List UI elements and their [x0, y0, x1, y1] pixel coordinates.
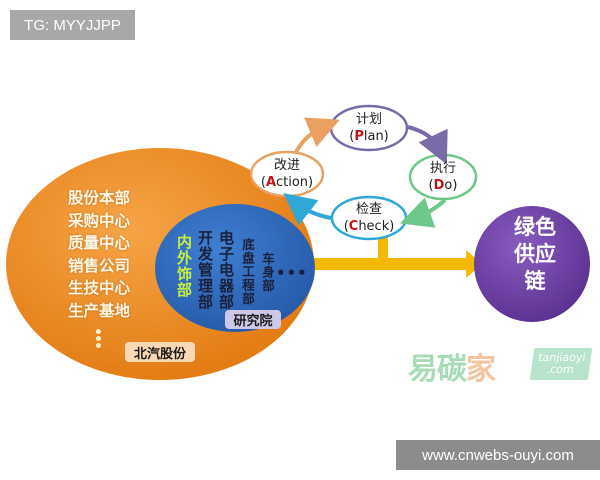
- dept-item: 销售公司: [68, 256, 131, 275]
- paren: (: [260, 175, 266, 190]
- watermark-top: TG: MYYJJPP: [10, 10, 135, 40]
- dept-item: 生技中心: [68, 279, 131, 297]
- plan-rest: lan): [363, 129, 389, 144]
- pdca-plan: 计划 (Plan): [331, 111, 407, 145]
- check-cn: 检查: [355, 202, 382, 217]
- logo-char: 易: [408, 352, 438, 387]
- blue-dept-column: 车身部: [260, 252, 275, 293]
- flow-arrow: [290, 232, 482, 278]
- dept-item: 质量中心: [68, 234, 131, 252]
- dept-item: 股份本部: [68, 189, 131, 207]
- do-rest: o): [444, 178, 458, 193]
- blue-group-ellipse: [155, 204, 315, 332]
- check-rest: heck): [358, 219, 395, 234]
- paren: (: [343, 219, 349, 234]
- plan-letter: P: [354, 129, 364, 144]
- action-rest: ction): [276, 175, 314, 190]
- blue-dept-column: 底盘工程部: [240, 238, 255, 306]
- do-cn: 执行: [429, 161, 456, 176]
- action-cn: 改进: [273, 158, 300, 173]
- watermark-bottom: www.cnwebs-ouyi.com: [396, 440, 600, 470]
- dept-item: 采购中心: [68, 211, 131, 230]
- target-line: 绿色: [514, 215, 556, 239]
- blue-dept-column: 内外饰部: [175, 234, 193, 298]
- logo-domain-line: .com: [545, 363, 575, 376]
- site-logo: 易碳家: [408, 344, 496, 388]
- logo-char: 家: [466, 352, 496, 387]
- target-line: 供应: [514, 242, 556, 266]
- green-supply-chain-label: 绿色 供应 链: [490, 214, 580, 295]
- paren: (: [428, 178, 434, 193]
- target-circle: [474, 206, 590, 322]
- target-line: 链: [524, 269, 546, 293]
- blue-dept-column: 电子电器部: [217, 230, 235, 310]
- check-letter: C: [348, 219, 359, 234]
- paren: (: [349, 129, 355, 144]
- orange-department-list: 股份本部 采购中心 质量中心 销售公司 生技中心 生产基地: [68, 187, 130, 322]
- logo-char: 碳: [437, 352, 467, 387]
- research-institute-badge: 研究院: [225, 310, 281, 329]
- pdca-check: 检查 (Check): [332, 201, 406, 235]
- blue-dept-column: 开发管理部: [196, 230, 214, 310]
- do-letter: D: [433, 178, 445, 193]
- plan-cn: 计划: [355, 112, 382, 127]
- pdca-do: 执行 (Do): [410, 160, 476, 194]
- action-letter: A: [265, 175, 276, 190]
- more-dots-vertical: •••: [94, 325, 103, 355]
- baic-label-badge: 北汽股份: [125, 342, 195, 362]
- more-dots-horizontal: •••: [276, 264, 308, 282]
- dept-item: 生产基地: [68, 301, 131, 320]
- logo-domain-box: tanjiaoyi .com: [529, 348, 593, 380]
- pdca-action: 改进 (Action): [250, 157, 324, 191]
